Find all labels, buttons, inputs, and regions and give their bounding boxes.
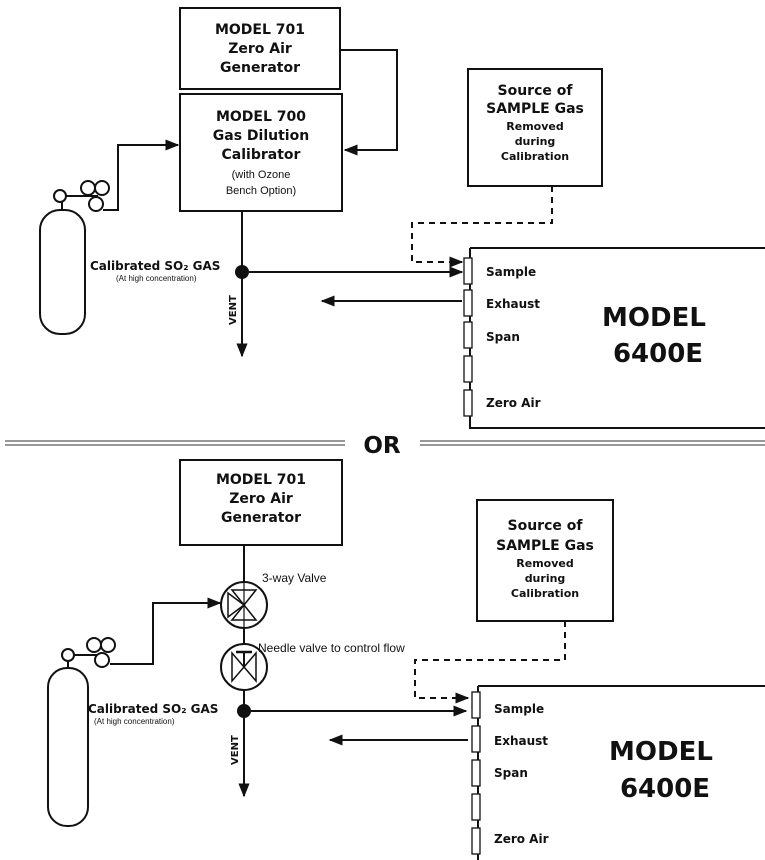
top-sample-gas-source-box: Source of SAMPLE Gas Removed during Cali…	[467, 68, 603, 187]
dilution-line2: Gas Dilution	[213, 128, 309, 144]
bottom-source-note1: Removed	[516, 557, 573, 570]
dilution-line3: Calibrator	[222, 147, 301, 163]
bottom-port-zero-air-label: Zero Air	[494, 832, 549, 846]
top-zero-air-line2: Zero Air	[228, 41, 292, 57]
top-dilution-calibrator-box: MODEL 700 Gas Dilution Calibrator (with …	[179, 93, 343, 212]
bottom-analyzer-box: Sample Exhaust Span Zero Air MODEL 6400E	[471, 685, 765, 860]
top-port-exhaust-label: Exhaust	[486, 297, 540, 311]
top-configuration: MODEL 701 Zero Air Generator MODEL 700 G…	[39, 7, 765, 429]
or-separator: OR	[5, 433, 765, 459]
bottom-gas-cylinder-icon	[47, 637, 116, 827]
top-gas-sublabel: (At high concentration)	[116, 274, 197, 283]
bottom-port-span-label: Span	[494, 766, 528, 780]
top-source-note3: Calibration	[501, 150, 569, 163]
top-gas-label: Calibrated SO₂ GAS	[90, 259, 220, 273]
bottom-zero-air-line2: Zero Air	[229, 491, 293, 507]
top-zero-air-generator-box: MODEL 701 Zero Air Generator	[179, 7, 341, 90]
top-source-title2: SAMPLE Gas	[486, 101, 584, 117]
bottom-vent-label: VENT	[230, 735, 241, 765]
bottom-configuration: MODEL 701 Zero Air Generator 3-way Valve…	[47, 459, 765, 860]
bottom-gas-label: Calibrated SO₂ GAS	[88, 702, 218, 716]
top-zero-air-port	[463, 389, 473, 417]
top-analyzer-model-line1: MODEL	[602, 303, 706, 333]
top-source-note1: Removed	[506, 120, 563, 133]
bottom-zero-air-port	[471, 827, 481, 855]
top-unused-port	[463, 355, 473, 383]
bottom-port-exhaust-label: Exhaust	[494, 734, 548, 748]
top-span-port	[463, 321, 473, 349]
dilution-line1: MODEL 700	[216, 109, 306, 125]
bottom-source-title1: Source of	[508, 518, 584, 534]
needle-valve-label: Needle valve to control flow	[258, 641, 405, 655]
bottom-source-note2: during	[525, 572, 566, 585]
top-zero-air-line1: MODEL 701	[215, 22, 305, 38]
bottom-port-sample-label: Sample	[494, 702, 544, 716]
top-cylinder-to-calibrator-line	[103, 139, 180, 211]
top-gas-cylinder-icon	[39, 180, 110, 335]
top-port-span-label: Span	[486, 330, 520, 344]
bottom-span-port	[471, 759, 481, 787]
bottom-cylinder-to-valve-line	[110, 597, 222, 665]
top-port-sample-label: Sample	[486, 265, 536, 279]
three-way-valve-icon	[220, 581, 268, 629]
top-port-zero-air-label: Zero Air	[486, 396, 541, 410]
top-analyzer-box: Sample Exhaust Span Zero Air MODEL 6400E	[463, 247, 765, 429]
bottom-analyzer-model-line2: 6400E	[620, 774, 710, 804]
bottom-analyzer-model-line1: MODEL	[609, 737, 713, 767]
bottom-sample-gas-dashed-line	[414, 621, 566, 704]
top-vent-label: VENT	[228, 295, 239, 325]
or-label: OR	[363, 433, 401, 459]
top-source-title1: Source of	[498, 83, 574, 99]
bottom-source-note3: Calibration	[511, 587, 579, 600]
bottom-unused-port	[471, 793, 481, 821]
bottom-gas-sublabel: (At high concentration)	[94, 717, 175, 726]
three-way-valve-label: 3-way Valve	[262, 571, 327, 585]
top-analyzer-model-line2: 6400E	[613, 339, 703, 369]
top-exhaust-port	[463, 289, 473, 317]
dilution-note2: Bench Option)	[226, 185, 296, 197]
bottom-sample-gas-source-box: Source of SAMPLE Gas Removed during Cali…	[476, 499, 614, 622]
bottom-zero-air-generator-box: MODEL 701 Zero Air Generator	[179, 459, 343, 546]
top-zero-air-feed-line	[340, 49, 398, 156]
top-zero-air-line3: Generator	[220, 60, 300, 76]
top-source-note2: during	[515, 135, 556, 148]
bottom-zero-air-line3: Generator	[221, 510, 301, 526]
top-sample-port	[463, 257, 473, 285]
bottom-source-title2: SAMPLE Gas	[496, 538, 594, 554]
bottom-sample-port	[471, 691, 481, 719]
bottom-exhaust-port	[471, 725, 481, 753]
top-sample-gas-dashed-line	[411, 186, 553, 268]
bottom-zero-air-line1: MODEL 701	[216, 472, 306, 488]
dilution-note1: (with Ozone	[232, 169, 291, 181]
